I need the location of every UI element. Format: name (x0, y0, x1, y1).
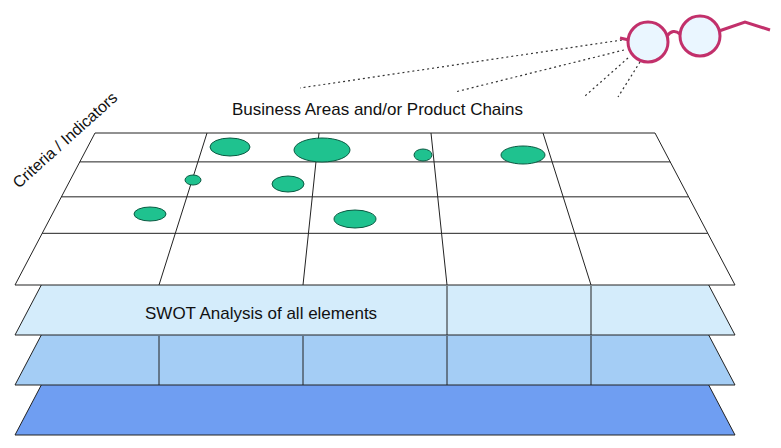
grid-line (159, 133, 207, 285)
column-header: Business Areas and/or Product Chains (232, 100, 523, 120)
sight-lines (300, 40, 640, 97)
grid-line (42, 233, 708, 234)
grid-line (431, 133, 447, 285)
layer-caption: SWOT Analysis of all elements (145, 304, 377, 324)
grid-line (303, 336, 304, 385)
grid-lines (42, 133, 711, 385)
bubbles (134, 138, 545, 228)
grid-line (543, 133, 591, 285)
grid-line (447, 286, 448, 335)
layer-plane (15, 133, 735, 285)
grid-line (591, 286, 592, 335)
grid-line (447, 336, 448, 385)
grid-line (159, 336, 160, 385)
glasses-icon (620, 16, 770, 62)
grid-line (591, 336, 592, 385)
layer-stack (15, 133, 735, 435)
grid-line (80, 161, 670, 162)
grid-line (61, 196, 688, 197)
